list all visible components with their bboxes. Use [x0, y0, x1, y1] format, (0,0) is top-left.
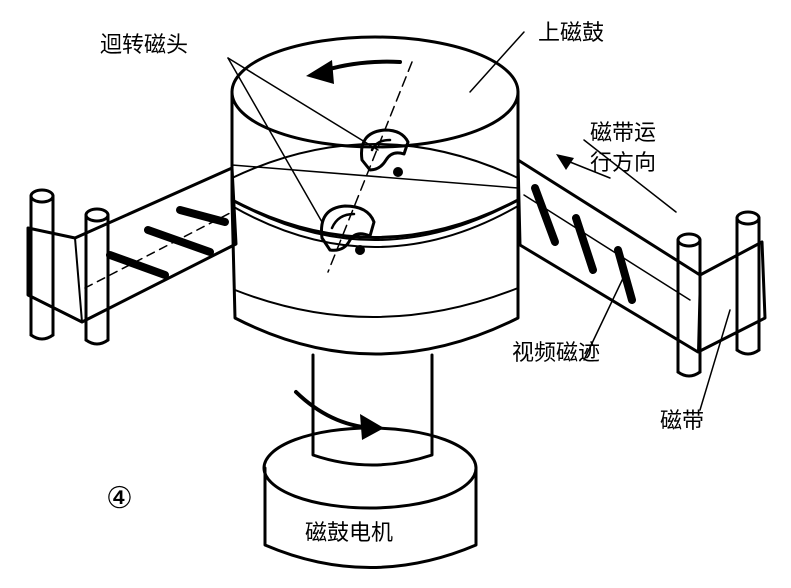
rotating-head-lower [319, 204, 376, 255]
left-guide-posts [29, 188, 110, 346]
right-tape-segment [516, 158, 767, 354]
video-track-label: 视频磁迹 [512, 341, 600, 366]
leader-lines [227, 31, 731, 411]
rotating-head-upper [359, 128, 410, 177]
tape-direction-label-line1: 磁带运 [590, 121, 656, 146]
shaft-rotation-arrow-icon [360, 414, 384, 440]
head-scan-lines [231, 61, 519, 273]
drum-shaft [294, 353, 434, 467]
left-tape-segment [26, 166, 238, 324]
drum-rotation-arrow-icon [306, 60, 334, 84]
tape-direction-arrow-icon [556, 154, 574, 170]
figure-number: ④ [106, 481, 133, 516]
left-video-tracks [106, 206, 229, 279]
upper-drum-label: 上磁鼓 [538, 21, 604, 46]
drum-motor [262, 426, 478, 569]
right-guide-posts [676, 210, 761, 378]
drum-motor-label: 磁鼓电机 [305, 521, 393, 546]
tape-label: 磁带 [660, 409, 704, 434]
rotating-head-label: 迴转磁头 [100, 33, 188, 58]
upper-drum [230, 35, 520, 239]
tape-direction-label-line2: 行方向 [590, 151, 656, 176]
